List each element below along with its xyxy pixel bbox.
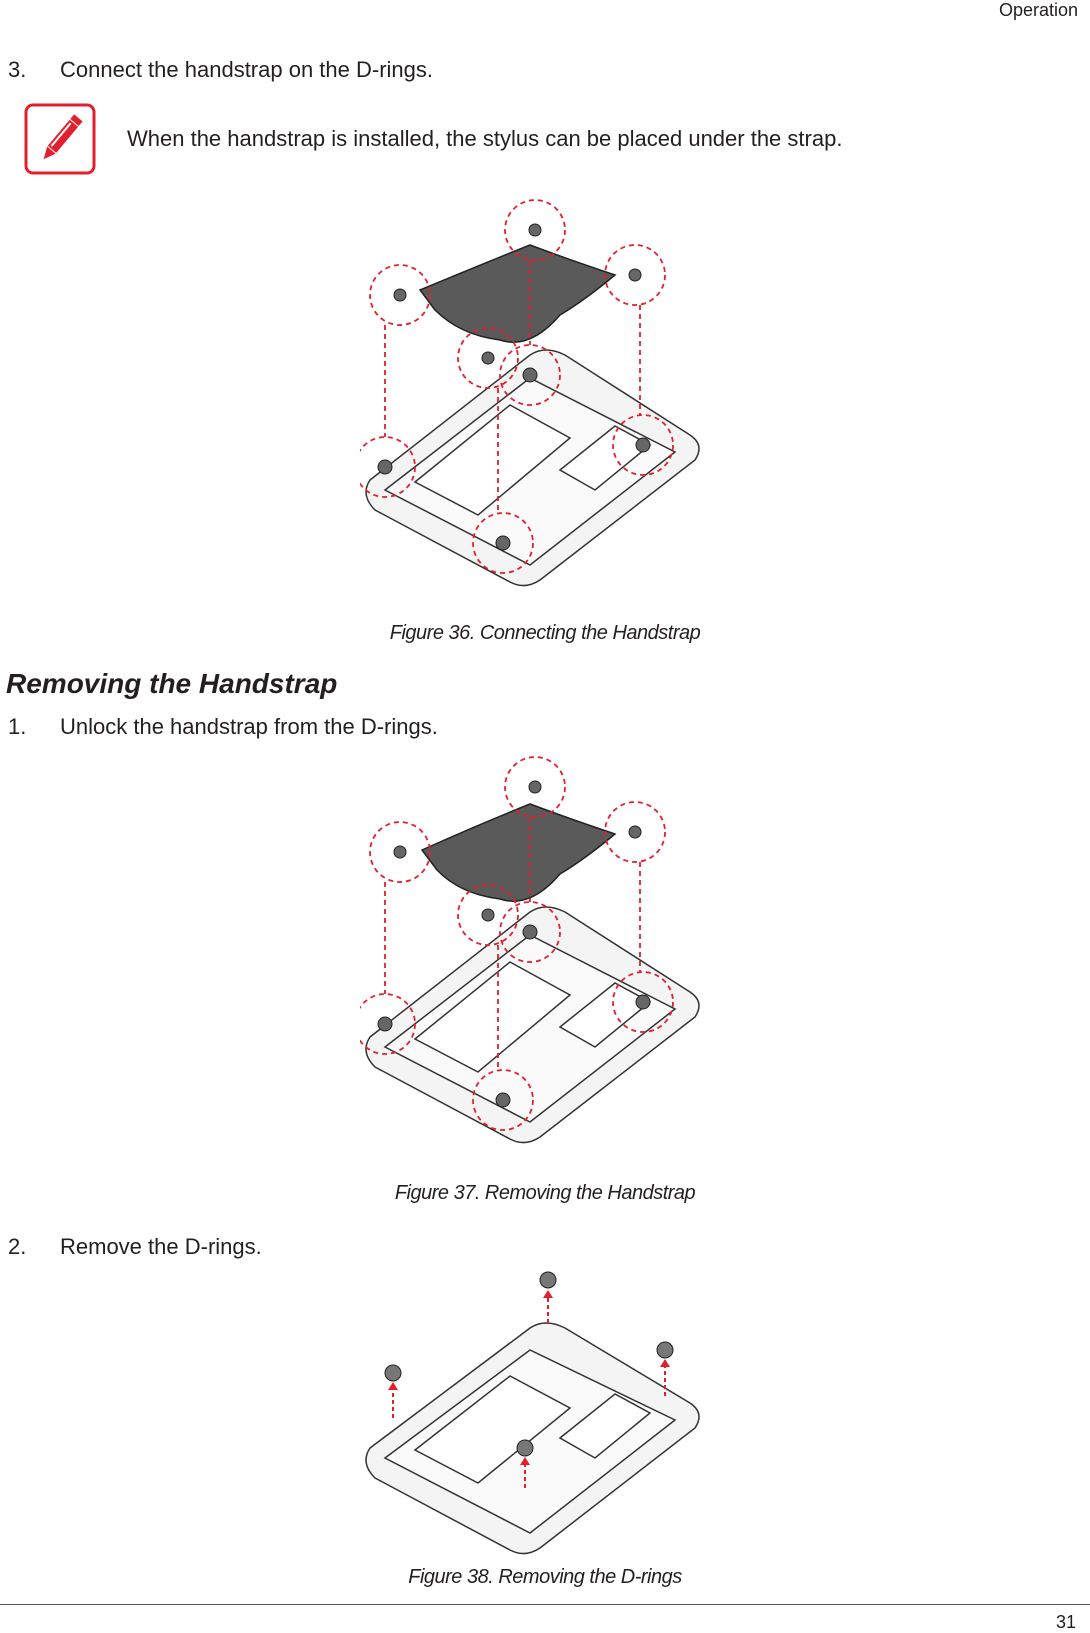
step-text: Connect the handstrap on the D-rings. (60, 57, 434, 82)
figure-caption: Figure 38. Removing the D-rings (408, 1566, 682, 1588)
pencil-note-icon (24, 103, 96, 175)
d-ring-callouts (360, 199, 674, 574)
step-remove: 2. Remove the D-rings. (8, 1234, 262, 1260)
figure-removing-d-rings (365, 1271, 700, 1555)
page-header: Operation (998, 0, 1078, 20)
figure-connecting-handstrap (360, 199, 700, 587)
figure-caption: Figure 36. Connecting the Handstrap (389, 622, 701, 644)
step-text: Remove the D-rings. (60, 1234, 262, 1259)
figure-removing-handstrap (360, 756, 700, 1144)
step-unlock: 1. Unlock the handstrap from the D-rings… (8, 714, 438, 740)
step-number: 3. (8, 57, 27, 82)
section-title: Removing the Handstrap (6, 668, 338, 699)
handstrap (420, 803, 617, 902)
page-number: 31 (1055, 1612, 1076, 1632)
step-connect: 3. Connect the handstrap on the D-rings. (8, 57, 433, 83)
step-text: Unlock the handstrap from the D-rings. (60, 714, 438, 739)
footer-divider (0, 1604, 1090, 1605)
step-number: 2. (8, 1234, 27, 1259)
tablet-illustration (365, 349, 700, 587)
note-text: When the handstrap is installed, the sty… (127, 126, 843, 151)
step-number: 1. (8, 714, 27, 739)
figure-caption: Figure 37. Removing the Handstrap (394, 1182, 696, 1204)
handstrap (418, 244, 617, 343)
